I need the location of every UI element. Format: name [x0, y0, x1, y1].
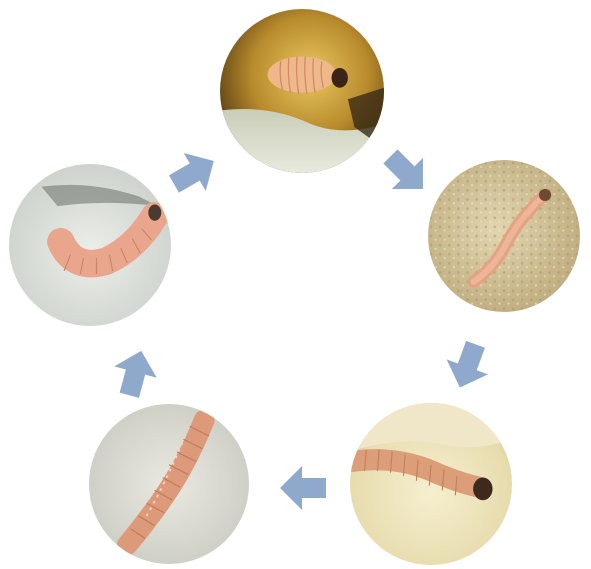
arrow-shape — [439, 337, 496, 395]
arrow-shape — [108, 345, 162, 401]
arrow-shape — [163, 142, 225, 203]
larva-in-seed-photo-icon — [220, 9, 384, 173]
arrow-stage4-to-stage5 — [101, 340, 170, 409]
arrow-stage1-to-stage2 — [366, 132, 445, 211]
arrow-stage5-to-stage1 — [155, 135, 231, 211]
larva-on-grey-surface-photo-icon — [89, 404, 249, 564]
stage-1-photo — [220, 9, 384, 173]
arrow-stage2-to-stage3 — [432, 329, 504, 401]
larva-on-textured-surface-photo-icon — [428, 160, 580, 312]
stage-5-photo — [9, 164, 171, 326]
stage-3-photo — [350, 403, 512, 565]
larva-curled-photo-icon — [9, 164, 171, 326]
stage-2-photo — [428, 160, 580, 312]
arrow-shape — [375, 141, 439, 205]
stage-4-photo — [89, 404, 249, 564]
larva-on-seed-flesh-photo-icon — [350, 403, 512, 565]
arrow-stage3-to-stage4 — [276, 460, 332, 516]
arrow-shape — [280, 466, 326, 510]
